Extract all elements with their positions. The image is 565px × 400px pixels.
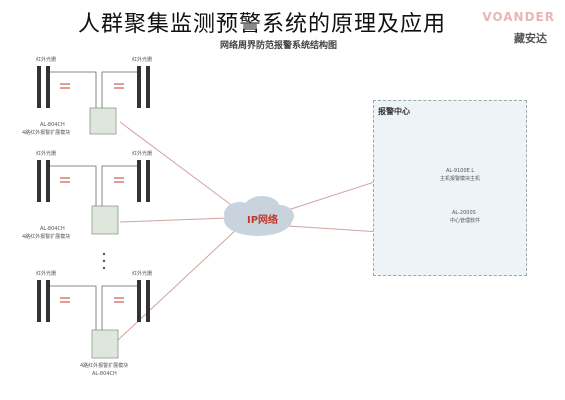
- host-desc-label: 主机报警模块主机: [440, 176, 481, 182]
- alarm-center-title: 报警中心: [378, 107, 410, 116]
- alarm-center-box: [373, 100, 527, 276]
- sensor-label-3a: 红外光栅: [36, 271, 57, 277]
- controller-desc-1: 4路红外报警扩展模块: [22, 130, 71, 136]
- diagram-title: 网络周界防范报警系统结构图: [220, 41, 338, 51]
- software-desc-label: 中心管理软件: [450, 218, 481, 224]
- controller-desc-2: 4路红外报警扩展模块: [22, 234, 71, 240]
- controller-module-2: [91, 205, 119, 235]
- controller-model-1: AL-804CH: [40, 122, 65, 128]
- sensor-label-2a: 红外光栅: [36, 151, 57, 157]
- sensor-label-3b: 红外光栅: [132, 271, 153, 277]
- brand-subtitle: 藏安达: [514, 32, 547, 45]
- sensor-group-1: [37, 66, 150, 135]
- brand-logo: VOANDER: [482, 10, 555, 24]
- software-model-label: AL-2000S: [452, 210, 476, 216]
- more-groups-dots: [102, 252, 106, 270]
- sensor-group-2: [37, 160, 150, 235]
- page-title: 人群聚集监测预警系统的原理及应用: [78, 12, 447, 37]
- link-module-2: [119, 217, 229, 223]
- sensor-group-3: [37, 280, 150, 359]
- controller-model-3: AL-804CH: [92, 371, 117, 377]
- network-cloud: [224, 196, 294, 236]
- controller-desc-3: 4路红外报警扩展模块: [80, 363, 129, 369]
- controller-module-1: [89, 107, 117, 135]
- sensor-label-1a: 红外光栅: [36, 57, 57, 63]
- link-module-3: [117, 227, 239, 341]
- sensor-label-1b: 红外光栅: [132, 57, 153, 63]
- sensor-label-2b: 红外光栅: [132, 151, 153, 157]
- network-label: IP网络: [247, 215, 279, 226]
- host-model-label: AL-9100E.L: [446, 168, 475, 174]
- controller-module-3: [91, 329, 119, 359]
- controller-model-2: AL-804CH: [40, 226, 65, 232]
- link-module-1: [119, 121, 239, 211]
